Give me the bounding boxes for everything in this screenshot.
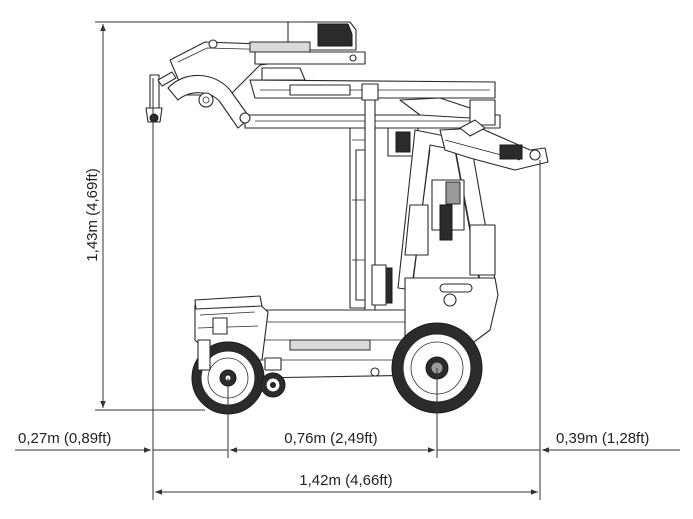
rear-control-column	[397, 119, 549, 291]
small-jockey-wheel	[260, 357, 286, 398]
rear-overhang-label: 0,39m (1,28ft)	[556, 430, 649, 447]
front-overhang-label: 0,27m (0,89ft)	[18, 430, 111, 447]
vacuum-lifter-machine	[145, 21, 549, 415]
boom-arm	[145, 21, 501, 129]
height-label: 1,43m (4,69ft)	[84, 168, 101, 261]
mast	[349, 83, 419, 314]
wheelbase-label: 0,76m (2,49ft)	[284, 430, 377, 447]
total-length-label: 1,42m (4,66ft)	[299, 472, 392, 489]
dimension-labels: 1,43m (4,69ft) 0,27m (0,89ft) 0,76m (2,4…	[18, 168, 649, 489]
dimension-lines	[15, 21, 680, 500]
